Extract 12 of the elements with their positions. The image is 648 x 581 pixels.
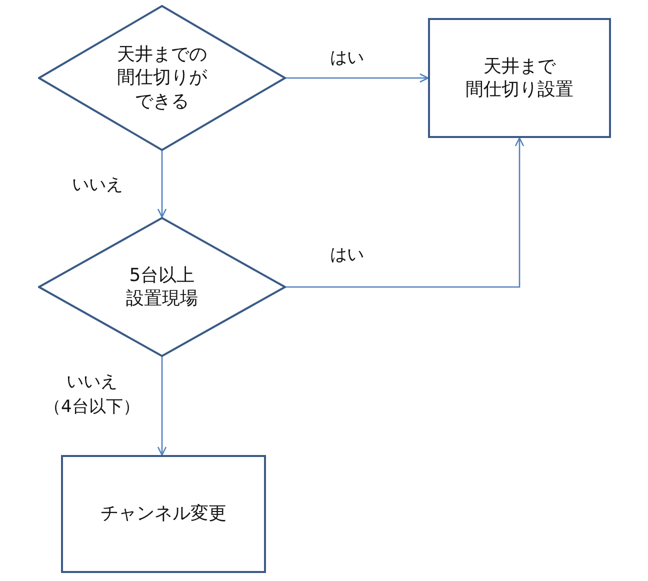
node-label: 天井までの間仕切りができる <box>117 42 207 114</box>
node-label: チャンネル変更 <box>100 502 226 526</box>
node-label: 天井まで間仕切り設置 <box>466 54 574 102</box>
decision-diamond <box>38 5 286 151</box>
arrow <box>157 151 167 218</box>
arrow <box>286 73 429 83</box>
arrow <box>157 357 167 456</box>
decision-diamond <box>38 217 286 357</box>
node-label: 5台以上設置現場 <box>126 264 198 310</box>
process-box <box>428 18 611 138</box>
process-box <box>61 455 266 573</box>
arrow <box>286 137 524 288</box>
